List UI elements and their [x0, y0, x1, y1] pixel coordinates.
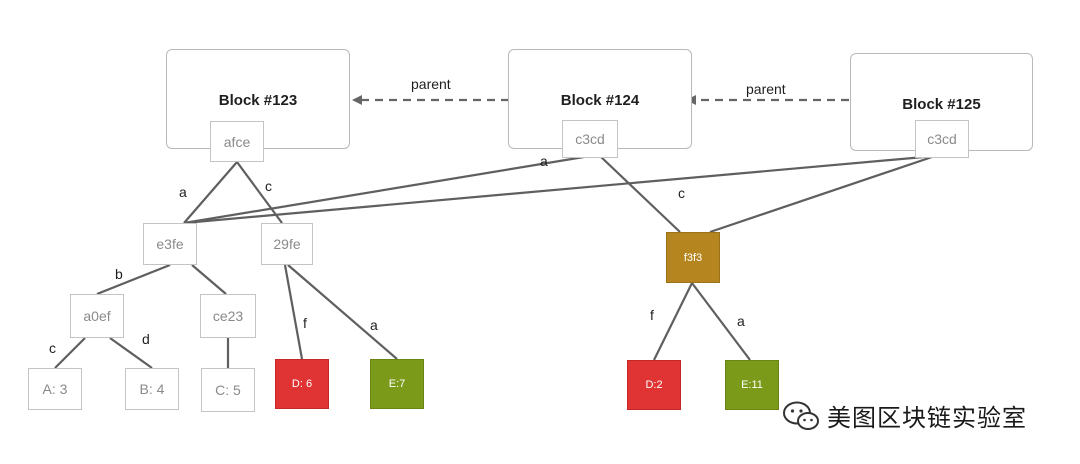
leaf-C: C: 5 [201, 368, 255, 412]
node-e3fe: e3fe [143, 223, 197, 265]
leaf-B: B: 4 [125, 368, 179, 410]
edge-c3cd124-e3fe [183, 154, 591, 225]
block-title: Block #123 [218, 92, 298, 109]
edge-label-a: a [179, 184, 187, 200]
edge-e3fe-a0ef [96, 263, 171, 296]
edge-label-c: c [265, 178, 272, 194]
node-ce23: ce23 [200, 294, 256, 338]
leaf-A: A: 3 [28, 368, 82, 410]
root-hash-125: c3cd [915, 120, 969, 158]
edge-label-c: c [678, 185, 685, 201]
block-title: Block #124 [560, 92, 640, 109]
edge-a0ef-A [54, 337, 86, 369]
edge-label-a: a [737, 313, 745, 329]
edge-label-c: c [49, 340, 56, 356]
edge-29fe-D6 [283, 264, 304, 360]
edge-c3cd124-f3f3 [599, 155, 681, 233]
parent-label: parent [746, 81, 786, 97]
watermark-text: 美图区块链实验室 [827, 405, 1027, 432]
wechat-icon [783, 401, 819, 430]
edge-c3cd125-e3fe [183, 154, 936, 225]
leaf-D2: D:2 [627, 360, 681, 410]
leaf-D6: D: 6 [275, 359, 329, 409]
node-f3f3: f3f3 [666, 232, 720, 283]
node-29fe: 29fe [261, 223, 313, 265]
edge-label-f: f [650, 307, 654, 323]
edge-label-b: b [115, 266, 123, 282]
edge-f3f3-E11 [691, 282, 751, 361]
watermark: 美图区块链实验室 [781, 398, 1027, 433]
block-title: Block #125 [902, 96, 981, 113]
edge-label-a: a [370, 317, 378, 333]
edge-a0ef-B [109, 337, 153, 369]
edge-label-d: d [142, 331, 150, 347]
root-hash-124: c3cd [562, 120, 618, 158]
edge-c3cd125-f3f3 [709, 154, 936, 234]
edge-afce-e3fe [183, 161, 238, 224]
leaf-E7: E:7 [370, 359, 424, 409]
edge-29fe-E7 [287, 264, 398, 360]
edge-afce-29fe [236, 161, 283, 224]
edge-e3fe-ce23 [191, 264, 227, 295]
edge-label-f: f [303, 315, 307, 331]
node-a0ef: a0ef [70, 294, 124, 338]
edge-label-a: a [540, 153, 548, 169]
parent-label: parent [411, 76, 451, 92]
root-hash-123: afce [210, 121, 264, 162]
edge-f3f3-D2 [653, 282, 693, 361]
leaf-E11: E:11 [725, 360, 779, 410]
